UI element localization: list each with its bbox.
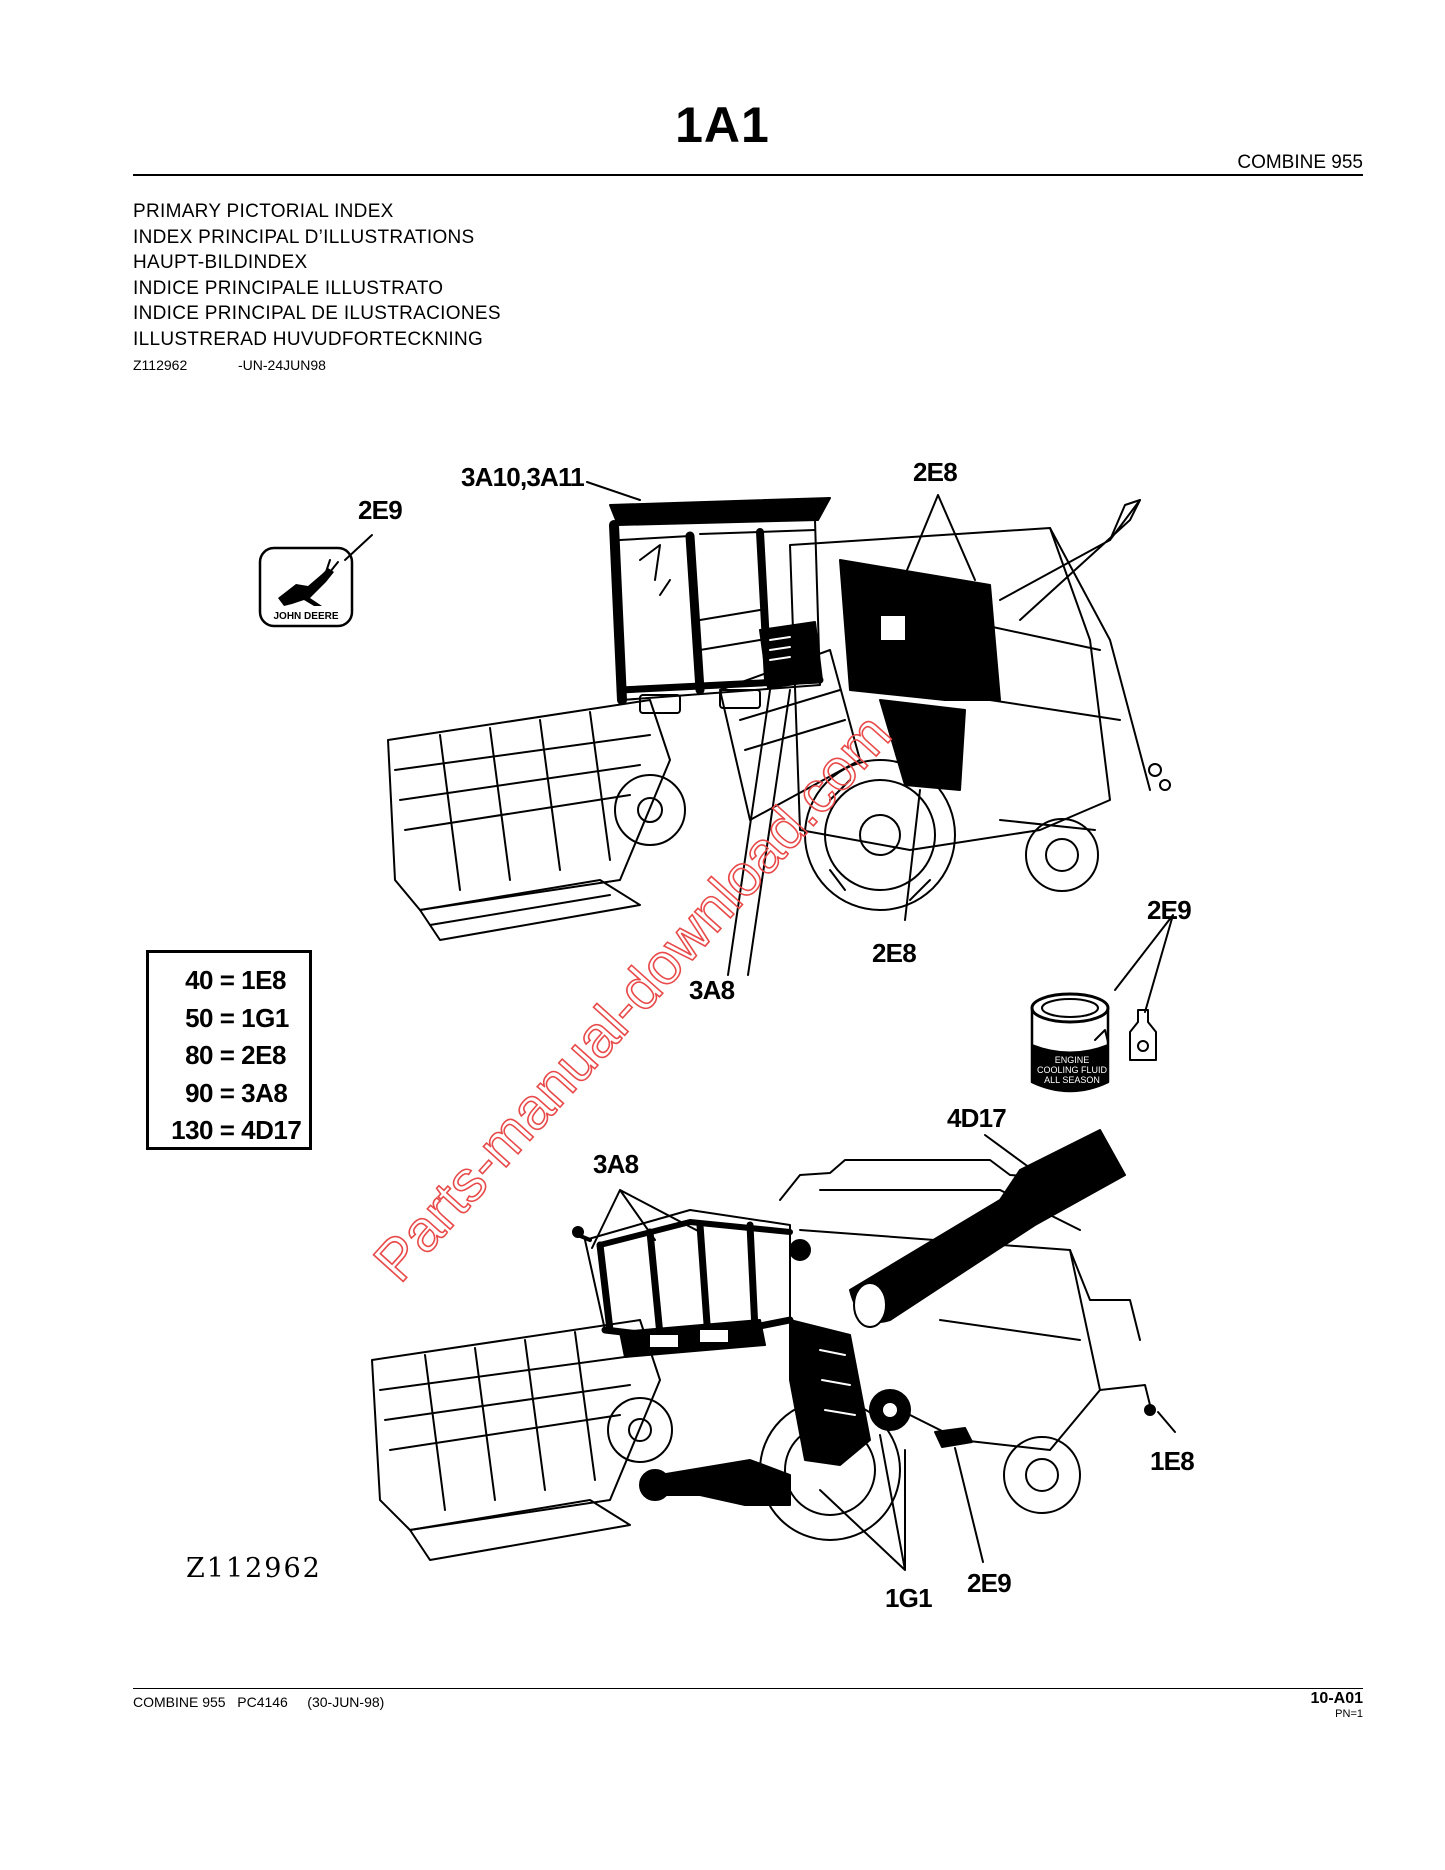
callout-3a8-step: 3A8 [689, 975, 735, 1005]
legend-lhs: 40 [185, 965, 213, 995]
page-title: 1A1 [675, 97, 770, 153]
watermark: Parts-manual-download.com [361, 702, 903, 1294]
legend-lhs: 130 [171, 1115, 213, 1145]
legend-lhs: 90 [185, 1077, 213, 1108]
index-title-es: INDICE PRINCIPAL DE ILUSTRACIONES [133, 303, 501, 325]
bottom-combine-drawing [371, 1129, 1156, 1561]
legend-row: 40 = 1E8 [161, 965, 309, 1003]
footer-left: COMBINE 955 PC4146 (30-JUN-98) [133, 1694, 385, 1710]
callout-3a8-platform: 3A8 [593, 1149, 639, 1179]
top-combine-drawing [387, 497, 1171, 941]
legend-lhs: 50 [185, 1002, 213, 1033]
legend-rhs: 1G1 [241, 1002, 289, 1033]
index-title-it: INDICE PRINCIPALE ILLUSTRATO [133, 277, 444, 299]
coolant-jug [1030, 992, 1157, 1093]
jug-label: ENGINE COOLING FLUID ALL SEASON [1037, 1055, 1108, 1085]
footer-page-number: 10-A01 [1310, 1690, 1363, 1707]
callout-2e8-bottom: 2E8 [872, 938, 916, 968]
legend-row: 90 = 3A8 [161, 1078, 309, 1116]
jug-label-line3: ALL SEASON [1044, 1075, 1100, 1085]
callout-1g1: 1G1 [885, 1583, 932, 1613]
footer-pn: PN=1 [1335, 1708, 1363, 1720]
figure-ref-suffix: -UN-24JUN98 [238, 357, 326, 373]
legend-rhs: 3A8 [241, 1077, 288, 1108]
index-titles: PRIMARY PICTORIAL INDEX INDEX PRINCIPAL … [133, 199, 501, 353]
callout-2e9-coolant: 2E9 [1147, 895, 1191, 925]
legend-rhs: 2E8 [241, 1040, 286, 1070]
callout-3a10-3a11: 3A10,3A11 [461, 462, 584, 492]
legend-row: 80 = 2E8 [161, 1040, 309, 1078]
jug-label-line1: ENGINE [1055, 1055, 1090, 1065]
figure-reference: Z112962 -UN-24JUN98 [133, 357, 326, 373]
legend-row: 130 = 4D17 [161, 1115, 309, 1153]
callout-2e9-decal: 2E9 [358, 495, 402, 525]
callout-4d17: 4D17 [947, 1103, 1006, 1133]
index-title-sv: ILLUSTRERAD HUVUDFORTECKNING [133, 328, 484, 350]
callout-leaders [344, 481, 1176, 1571]
legend-lhs: 80 [185, 1040, 213, 1070]
footer-rule [133, 1688, 1363, 1689]
callout-labels: 3A10,3A11 2E9 2E8 2E8 3A8 2E9 4D17 3A8 1… [358, 457, 1195, 1613]
legend-row: 50 = 1G1 [161, 1003, 309, 1041]
callout-2e9-plate: 2E9 [967, 1568, 1011, 1598]
figure-ref-code: Z112962 [133, 357, 188, 373]
index-title-en: PRIMARY PICTORIAL INDEX [133, 201, 394, 222]
index-title-de: HAUPT-BILDINDEX [133, 252, 308, 274]
header-product: COMBINE 955 [1237, 152, 1363, 173]
jug-label-line2: COOLING FLUID [1037, 1065, 1108, 1075]
legend-box: 40 = 1E8 50 = 1G1 80 = 2E8 90 = 3A8 130 … [146, 950, 312, 1150]
john-deere-logo [258, 546, 354, 628]
logo-text: JOHN DEERE [273, 611, 338, 622]
figure-code: Z112962 [186, 1553, 322, 1584]
index-title-fr: INDEX PRINCIPAL D’ILLUSTRATIONS [133, 226, 475, 248]
callout-2e8-top: 2E8 [913, 457, 957, 487]
legend-rhs: 1E8 [241, 965, 286, 995]
legend-rhs: 4D17 [241, 1115, 302, 1145]
header-rule [133, 174, 1363, 176]
callout-1e8: 1E8 [1150, 1446, 1194, 1476]
